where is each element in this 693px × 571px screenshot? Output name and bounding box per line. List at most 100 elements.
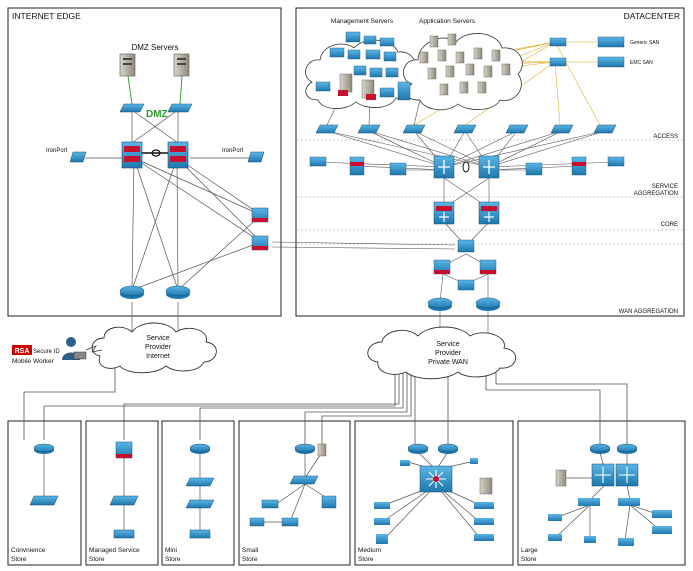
store-label-line1: Convnience — [11, 547, 46, 554]
datacenter-frame — [295, 7, 685, 317]
emc-san-label: EMC SAN — [630, 60, 653, 66]
links-dmz-servers — [127, 75, 183, 105]
store-label-line2: Store — [165, 556, 181, 563]
ironport-appliance-icon — [69, 151, 87, 163]
store-label-line1: Medium — [358, 547, 381, 554]
wireless-access-point-icon — [321, 495, 337, 509]
wan-firewall-icon — [433, 259, 451, 275]
wan-switch-icon — [457, 279, 475, 291]
core-switch-icon — [478, 201, 500, 225]
storage-array-icon — [597, 36, 625, 48]
application-servers-group — [419, 33, 511, 96]
server-icon — [479, 477, 493, 495]
switch-icon — [185, 499, 215, 509]
mobile-worker-link — [85, 345, 103, 353]
wan-firewall-icon — [479, 259, 497, 275]
san-switch-icon — [549, 57, 567, 67]
ip-phone-icon — [470, 458, 478, 464]
router-icon — [407, 443, 429, 454]
router-icon — [165, 285, 191, 299]
ip-phone-icon — [548, 534, 562, 541]
cloud-service-provider-private-wan: Service Provider Private WAN — [367, 326, 516, 380]
switch-icon — [474, 518, 494, 525]
switch-icon — [167, 103, 193, 113]
access-switches — [315, 124, 617, 134]
ip-phone-icon — [249, 517, 265, 527]
switch-icon — [289, 475, 319, 485]
cloud-internet-line-1: Service — [146, 335, 169, 342]
dmz-label: DMZ — [146, 109, 168, 120]
switch-icon — [109, 495, 139, 506]
switch-icon — [474, 534, 494, 541]
ironport-appliance-icon — [247, 151, 265, 163]
ip-phone-icon — [374, 502, 390, 509]
core-switch-icon — [419, 465, 453, 493]
store-label-line1: Large — [521, 547, 538, 554]
generic-san-label: Generic SAN — [630, 40, 660, 46]
wireless-access-point-icon — [376, 534, 388, 544]
server-icon — [173, 53, 190, 77]
firewall-icon — [167, 141, 189, 169]
storage-array-icon — [597, 56, 625, 68]
cloud-wan-line-2: Provider — [435, 350, 462, 357]
access-point-icon — [189, 529, 211, 539]
store-label-line2: Store — [242, 556, 258, 563]
switch-icon — [652, 526, 672, 534]
store-frames — [7, 420, 686, 566]
mobile-worker-label: Mobile Worker — [12, 358, 55, 365]
core-switch-icon — [591, 463, 615, 487]
rsa-secure-id: RSA Secure ID Mobile Worker — [12, 345, 60, 365]
service-modules — [309, 156, 625, 176]
layer-service-aggregation-2: AGGREGATION — [634, 191, 678, 197]
server-icon — [119, 53, 136, 77]
aggregation-switch-icon — [433, 155, 455, 179]
layer-wan-aggregation: WAN AGGREGATION — [619, 309, 678, 315]
store-label-line1: Small — [242, 547, 259, 554]
management-servers-label: Management Servers — [331, 18, 394, 25]
secure-id-label: Secure ID — [33, 349, 60, 355]
ip-phone-icon — [548, 514, 562, 521]
router-icon — [294, 443, 316, 454]
server-icon — [555, 469, 567, 487]
switch-icon — [618, 538, 634, 546]
server-icon — [317, 443, 327, 457]
router-icon — [33, 443, 55, 454]
access-point-icon — [113, 529, 135, 539]
switch-icon — [474, 502, 494, 509]
ip-phone-icon — [374, 518, 390, 525]
ip-phone-icon — [584, 536, 596, 543]
dmz-servers-label: DMZ Servers — [131, 43, 178, 52]
firewall-icon — [121, 141, 143, 169]
store-label-line1: Mini — [165, 547, 177, 554]
datacenter-title: DATACENTER — [624, 11, 680, 21]
aggregation-switch-icon — [478, 155, 500, 179]
router-icon — [437, 443, 459, 454]
layer-dividers — [297, 139, 683, 245]
cloud-service-provider-internet: Service Provider Internet — [91, 322, 217, 374]
internet-edge-title: INTERNET EDGE — [12, 11, 81, 21]
core-switch-icon — [433, 201, 455, 225]
layer-core: CORE — [661, 222, 678, 228]
link-firewall-peer — [140, 149, 172, 157]
cloud-wan-line-3: Private WAN — [428, 359, 468, 366]
cloud-wan-line-1: Service — [436, 341, 459, 348]
router-icon — [589, 443, 611, 454]
integrated-services-router-icon — [115, 441, 133, 459]
router-icon — [475, 297, 501, 311]
ironport-left-label: IronPort — [46, 148, 68, 154]
wan-switch-icon — [457, 239, 475, 253]
store-label-line2: Store — [358, 556, 374, 563]
switch-icon — [652, 510, 672, 518]
vpn-concentrator-icon — [251, 207, 269, 223]
aggregation-link-icon — [462, 161, 470, 173]
ip-phone-icon — [281, 517, 299, 527]
core-switch-icon — [615, 463, 639, 487]
store-label-line1: Managed Service — [89, 547, 140, 554]
management-servers-group — [315, 31, 411, 101]
switch-icon — [618, 498, 640, 506]
layer-access: ACCESS — [653, 134, 678, 140]
store-label-line2: Store — [11, 556, 27, 563]
internet-edge-frame — [7, 7, 282, 317]
ironport-right-label: IronPort — [222, 148, 244, 154]
san-switch-icon — [549, 37, 567, 47]
